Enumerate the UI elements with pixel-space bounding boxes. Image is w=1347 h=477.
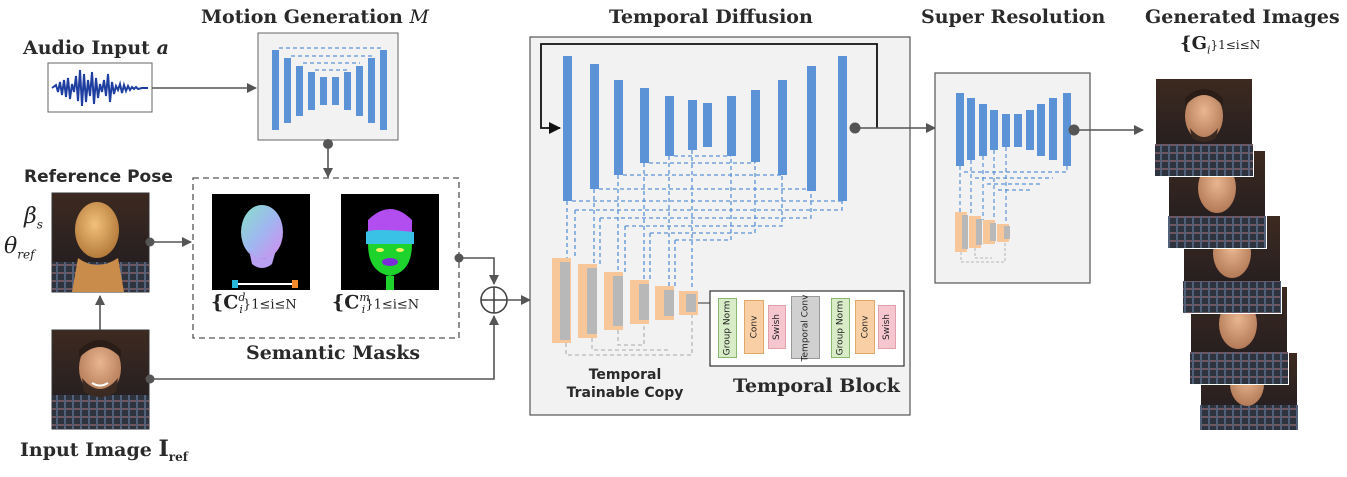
generated-images-title: Generated Images — [1145, 6, 1340, 28]
theta-symbol: θref — [4, 234, 35, 262]
input-image-label: Input Image Iref — [20, 436, 188, 464]
temporal-trainable-copy — [552, 258, 698, 343]
depth-mask-symbol: {Cdi}1≤i≤N — [211, 291, 297, 317]
sr-trainable-copy — [955, 212, 1010, 252]
motion-generation-symbol: M — [409, 6, 429, 28]
input-image — [51, 329, 150, 430]
tb-conv-2: Conv — [855, 300, 875, 354]
reference-pose-label: Reference Pose — [24, 167, 173, 187]
tb-group-norm-2: Group Norm — [831, 298, 850, 358]
generated-images-symbol: {Gi}1≤i≤N — [1180, 33, 1261, 57]
diffusion-unet — [563, 56, 847, 201]
tb-group-norm-1: Group Norm — [718, 298, 737, 358]
motion-generation-title: Motion Generation M — [201, 6, 429, 28]
temporal-copy-label: Temporal Trainable Copy — [566, 367, 684, 401]
skip-loop-arrow — [540, 43, 878, 134]
sr-unet — [956, 93, 1071, 166]
audio-symbol: a — [156, 37, 169, 59]
audio-waveform — [47, 62, 153, 113]
semantic-mask-image — [341, 194, 439, 290]
generated-images-stack — [1154, 77, 1299, 431]
beta-symbol: βs — [24, 204, 43, 232]
tb-swish-2: Swish — [878, 305, 896, 349]
arrow-input-to-sum — [150, 315, 499, 380]
audio-input-label: Audio Input a — [23, 37, 169, 59]
tb-swish-1: Swish — [768, 305, 786, 349]
semantic-mask-symbol: {Cmi}1≤i≤N — [332, 291, 420, 317]
diffusion-dashed-links — [566, 150, 843, 290]
reference-pose-image — [51, 192, 150, 293]
tb-temporal-conv: Temporal Conv — [791, 294, 820, 361]
temporal-diffusion-title: Temporal Diffusion — [609, 6, 813, 28]
depth-mask-image — [212, 194, 310, 290]
arrow-masks-to-sum — [459, 257, 499, 285]
input-image-symbol: I — [158, 436, 169, 462]
sum-node — [480, 286, 508, 314]
semantic-masks-title: Semantic Masks — [246, 342, 421, 364]
tb-conv-1: Conv — [744, 300, 764, 354]
temporal-block-title: Temporal Block — [733, 375, 900, 397]
motion-generation-panel — [257, 32, 399, 141]
super-resolution-title: Super Resolution — [921, 6, 1106, 28]
motion-unet — [272, 50, 387, 130]
